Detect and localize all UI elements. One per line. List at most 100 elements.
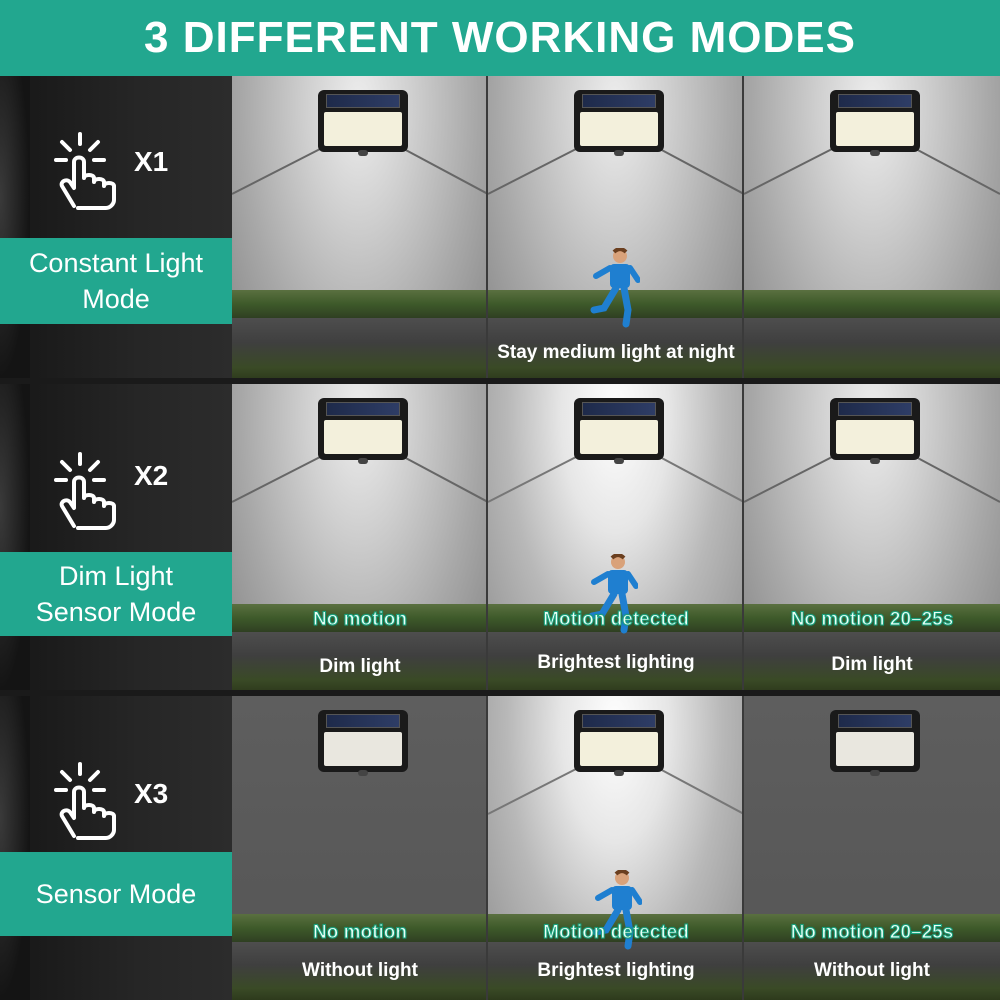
ground bbox=[232, 632, 486, 692]
solar-lamp bbox=[830, 90, 920, 156]
motion-sensor bbox=[358, 770, 368, 776]
scene-panels: No motion Dim light Motion detected Brig… bbox=[232, 384, 1000, 692]
motion-sensor bbox=[870, 150, 880, 156]
scene-panels bbox=[232, 76, 1000, 380]
running-child bbox=[590, 248, 640, 328]
tap-hand-icon bbox=[54, 762, 116, 840]
led-array bbox=[324, 732, 402, 766]
status-motion-detected: Motion detected bbox=[543, 922, 690, 944]
motion-sensor bbox=[358, 150, 368, 156]
status-no-motion: No motion bbox=[313, 609, 408, 631]
motion-sensor bbox=[870, 458, 880, 464]
solar-panel bbox=[838, 714, 912, 728]
scene-panel bbox=[744, 76, 1000, 380]
solar-panel bbox=[582, 714, 656, 728]
light-beam bbox=[488, 767, 742, 815]
grass bbox=[232, 604, 486, 632]
mode-label-line1: Constant Light bbox=[28, 248, 204, 278]
light-beam bbox=[488, 147, 742, 195]
solar-lamp bbox=[318, 398, 408, 464]
led-array bbox=[324, 112, 402, 146]
tap-hand-icon bbox=[54, 452, 116, 530]
scene-panels: No motion Without light Motion detected … bbox=[232, 696, 1000, 1000]
mode-row-sensor: X3 Sensor Mode No motion Without light bbox=[0, 696, 1000, 1000]
row-divider bbox=[0, 378, 1000, 384]
solar-panel bbox=[326, 94, 400, 108]
solar-panel bbox=[582, 402, 656, 416]
ground bbox=[488, 318, 742, 380]
solar-lamp bbox=[830, 398, 920, 464]
grass bbox=[744, 914, 1000, 942]
mode-label-line1: Dim Light bbox=[58, 561, 174, 591]
grass bbox=[488, 604, 742, 632]
light-state-caption: Without light bbox=[302, 960, 418, 981]
row-divider bbox=[0, 690, 1000, 696]
light-beam bbox=[232, 147, 486, 195]
solar-lamp bbox=[318, 710, 408, 776]
press-count: X1 bbox=[134, 146, 169, 177]
mode-label: Sensor Mode bbox=[0, 852, 232, 936]
mode-label: Dim Light Sensor Mode bbox=[0, 552, 232, 636]
running-child bbox=[592, 870, 642, 950]
light-state-caption: Without light bbox=[814, 960, 930, 981]
light-beam bbox=[488, 455, 742, 503]
status-no-motion-timeout: No motion 20–25s bbox=[790, 922, 954, 944]
scene-panel: No motion Without light bbox=[232, 696, 488, 1000]
mode-label-line2: Mode bbox=[82, 284, 150, 314]
ground bbox=[744, 942, 1000, 1000]
status-motion-detected: Motion detected bbox=[543, 609, 690, 631]
led-array bbox=[836, 420, 914, 454]
led-array bbox=[324, 420, 402, 454]
motion-sensor bbox=[614, 458, 624, 464]
scene-panel: No motion 20–25s Dim light bbox=[744, 384, 1000, 692]
led-array bbox=[580, 112, 658, 146]
scene-panel: Motion detected Brightest lighting bbox=[488, 696, 744, 1000]
solar-lamp bbox=[574, 398, 664, 464]
status-no-motion: No motion bbox=[313, 922, 408, 944]
ground bbox=[488, 942, 742, 1000]
mode-row-constant-light: X1 Constant Light Mode bbox=[0, 76, 1000, 380]
led-array bbox=[836, 732, 914, 766]
ground bbox=[744, 318, 1000, 380]
foliage-decoration bbox=[0, 76, 30, 380]
solar-panel bbox=[838, 94, 912, 108]
motion-sensor bbox=[614, 150, 624, 156]
mode-info-panel: X1 Constant Light Mode bbox=[0, 76, 232, 380]
light-state-caption: Brightest lighting bbox=[537, 652, 695, 673]
solar-panel bbox=[838, 402, 912, 416]
foliage-decoration bbox=[0, 696, 30, 1000]
ground bbox=[232, 318, 486, 380]
grass bbox=[744, 290, 1000, 318]
solar-panel bbox=[326, 714, 400, 728]
mode-caption: Stay medium light at night bbox=[497, 342, 735, 363]
mode-label-line1: Sensor Mode bbox=[35, 879, 197, 909]
mode-info-panel: X2 Dim Light Sensor Mode bbox=[0, 384, 232, 692]
press-count: X2 bbox=[134, 460, 169, 491]
light-beam bbox=[232, 455, 486, 503]
solar-lamp bbox=[318, 90, 408, 156]
scene-panel bbox=[232, 76, 488, 380]
ground bbox=[744, 632, 1000, 692]
status-no-motion-timeout: No motion 20–25s bbox=[790, 609, 954, 631]
foliage-decoration bbox=[0, 384, 30, 692]
solar-lamp bbox=[574, 710, 664, 776]
scene-panel: No motion 20–25s Without light bbox=[744, 696, 1000, 1000]
mode-row-dim-light-sensor: X2 Dim Light Sensor Mode No motion Dim l… bbox=[0, 384, 1000, 692]
grass bbox=[232, 290, 486, 318]
mode-info-panel: X3 Sensor Mode bbox=[0, 696, 232, 1000]
motion-sensor bbox=[614, 770, 624, 776]
grass bbox=[232, 914, 486, 942]
scene-panel: Motion detected Brightest lighting bbox=[488, 384, 744, 692]
page-title: 3 DIFFERENT WORKING MODES bbox=[0, 0, 1000, 76]
mode-label: Constant Light Mode bbox=[0, 238, 232, 324]
scene-panel bbox=[488, 76, 744, 380]
motion-sensor bbox=[870, 770, 880, 776]
ground bbox=[488, 632, 742, 692]
tap-hand-icon bbox=[54, 132, 116, 210]
light-state-caption: Dim light bbox=[831, 654, 913, 675]
light-beam bbox=[744, 147, 1000, 195]
running-child bbox=[588, 554, 638, 634]
light-state-caption: Dim light bbox=[319, 656, 401, 677]
solar-lamp bbox=[830, 710, 920, 776]
led-array bbox=[580, 420, 658, 454]
